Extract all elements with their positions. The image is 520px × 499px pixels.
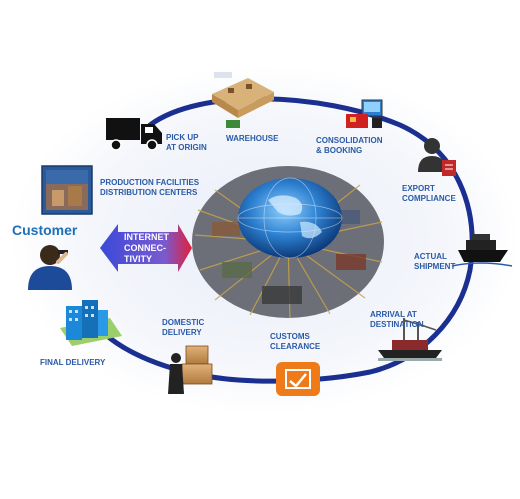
- domestic-line-2: DELIVERY: [162, 328, 202, 337]
- final-line-1: FINAL DELIVERY: [40, 358, 106, 367]
- consolidation-label: CONSOLIDATION & BOOKING: [316, 136, 383, 156]
- customer-label: Customer: [12, 222, 78, 238]
- pickup-line-2: AT ORIGIN: [166, 143, 207, 152]
- factory-photo-icon: [41, 165, 93, 215]
- domestic-label: DOMESTIC DELIVERY: [162, 318, 204, 338]
- shipment-label: ACTUAL SHIPMENT: [414, 252, 455, 272]
- consolidation-line-1: CONSOLIDATION: [316, 136, 383, 145]
- shipment-line-2: SHIPMENT: [414, 262, 456, 271]
- port-crane-icon: [378, 318, 442, 361]
- warehouse-icon: [212, 72, 274, 128]
- internet-line-3: TIVITY: [124, 254, 153, 264]
- production-line-1: PRODUCTION FACILITIES: [100, 178, 200, 187]
- consolidation-line-2: & BOOKING: [316, 146, 363, 155]
- truck-icon: [106, 118, 162, 151]
- warehouse-label: WAREHOUSE: [226, 134, 278, 144]
- internet-line-2: CONNEC-: [124, 243, 166, 253]
- arrival-label: ARRIVAL AT DESTINATION: [370, 310, 424, 330]
- computer-icon: [346, 99, 383, 128]
- production-line-2: DISTRIBUTION CENTERS: [100, 188, 198, 197]
- export-line-1: EXPORT: [402, 184, 435, 193]
- domestic-line-1: DOMESTIC: [162, 318, 205, 327]
- customs-label: CUSTOMS CLEARANCE: [270, 332, 320, 352]
- porter-boxes-icon: [168, 345, 213, 394]
- globe-hub: [192, 166, 384, 319]
- pickup-line-1: PICK UP: [166, 133, 199, 142]
- export-line-2: COMPLIANCE: [402, 194, 456, 203]
- customs-line-1: CUSTOMS: [270, 332, 310, 341]
- building-icon: [60, 300, 122, 346]
- customs-stamp-icon: [276, 362, 320, 396]
- production-label: PRODUCTION FACILITIES DISTRIBUTION CENTE…: [100, 178, 199, 198]
- final-delivery-label: FINAL DELIVERY: [40, 358, 105, 368]
- pickup-label: PICK UP AT ORIGIN: [166, 133, 207, 153]
- internet-line-1: INTERNET: [124, 232, 169, 242]
- export-label: EXPORT COMPLIANCE: [402, 184, 456, 204]
- arrival-line-2: DESTINATION: [370, 320, 424, 329]
- warehouse-line-1: WAREHOUSE: [226, 134, 279, 143]
- customs-line-2: CLEARANCE: [270, 342, 321, 351]
- officer-icon: [418, 138, 456, 176]
- arrival-line-1: ARRIVAL AT: [370, 310, 417, 319]
- customer-phone-icon: [28, 245, 72, 290]
- ship-icon: [451, 234, 513, 267]
- shipment-line-1: ACTUAL: [414, 252, 447, 261]
- internet-connectivity-label: INTERNET CONNEC- TIVITY: [124, 232, 169, 265]
- internet-connectivity-arrow: [100, 224, 192, 272]
